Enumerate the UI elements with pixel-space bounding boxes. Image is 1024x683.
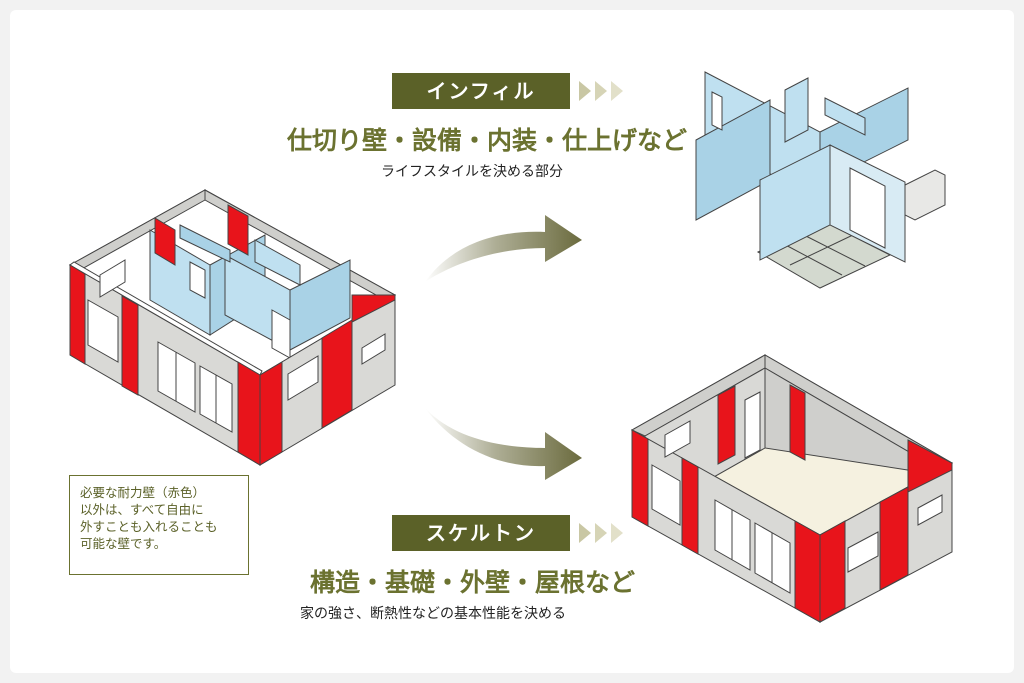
infill-illustration (695, 71, 946, 289)
note-line: 必要な耐力壁（赤色） (80, 485, 206, 500)
note-line: 外すことも入れることも (80, 519, 218, 534)
arrow-right-icon (425, 215, 582, 282)
infill-subline: ライフスタイルを決める部分 (381, 164, 563, 180)
arrow-right-icon (425, 408, 582, 480)
note-line: 可能な壁です。 (80, 536, 167, 551)
skeleton-label: スケルトン (392, 515, 570, 551)
skeleton-subline: 家の強さ、断熱性などの基本性能を決める (300, 606, 566, 622)
chevron-right-icon (579, 81, 623, 101)
infill-label: インフィル (392, 73, 570, 109)
bearing-wall-note: 必要な耐力壁（赤色） 以外は、すべて自由に 外すことも入れることも 可能な壁です… (69, 475, 249, 575)
skeleton-illustration (630, 354, 954, 623)
full-house-illustration (68, 189, 397, 466)
infill-headline: 仕切り壁・設備・内装・仕上げなど (287, 126, 688, 155)
note-line: 以外は、すべて自由に (80, 502, 204, 517)
chevron-right-icon (579, 523, 623, 543)
skeleton-headline: 構造・基礎・外壁・屋根など (310, 568, 636, 597)
